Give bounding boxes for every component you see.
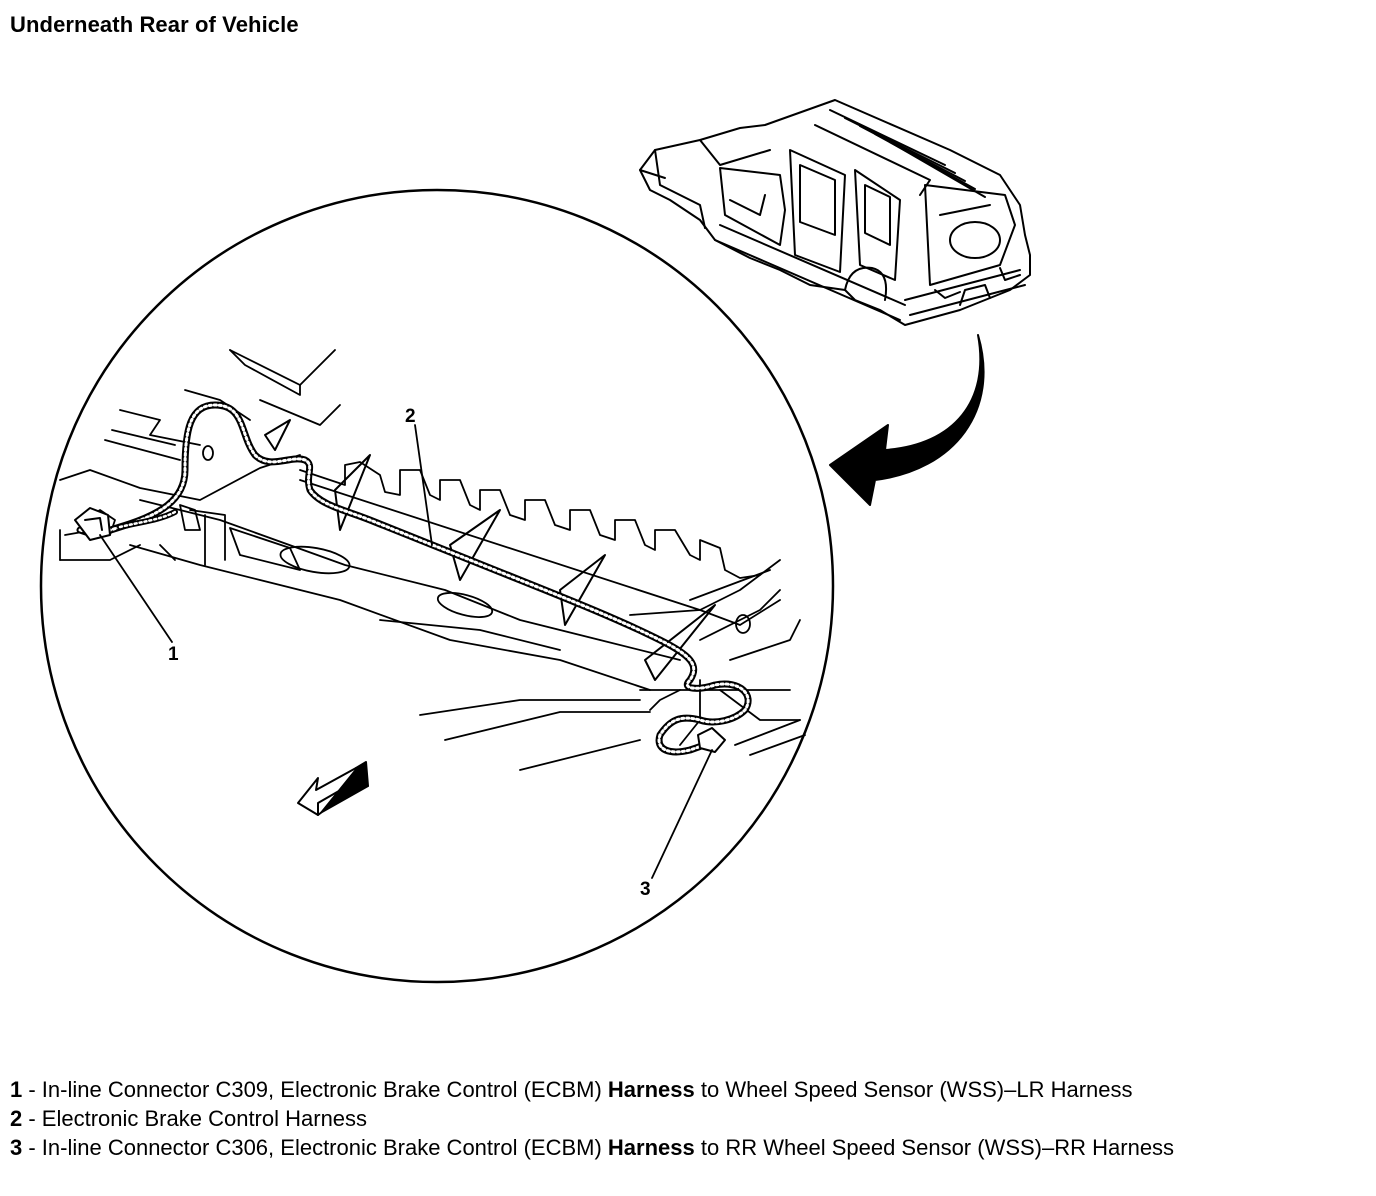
vehicle-body-icon (639, 99, 1031, 326)
legend-text: - Electronic Brake Control Harness (22, 1106, 368, 1131)
legend-number: 1 (10, 1077, 23, 1102)
legend-text: to Wheel Speed Sensor (WSS)–LR Harness (694, 1077, 1133, 1102)
harness-clips (264, 419, 716, 681)
legend-text: to RR Wheel Speed Sensor (WSS)–RR Harnes… (694, 1135, 1175, 1160)
chassis-detail (59, 349, 806, 771)
callout-1: 1 (168, 644, 179, 665)
legend-text: - In-line Connector C306, Electronic Bra… (22, 1135, 608, 1160)
callout-2: 2 (405, 406, 416, 427)
legend-text: - In-line Connector C309, Electronic Bra… (22, 1077, 608, 1102)
connector-c306 (697, 727, 726, 753)
detail-circle (39, 188, 835, 984)
legend: 1 - In-line Connector C309, Electronic B… (10, 1075, 1174, 1162)
legend-item-2: 2 - Electronic Brake Control Harness (10, 1104, 1174, 1133)
connector-c309 (74, 507, 111, 541)
forward-arrow-icon (297, 761, 369, 816)
legend-number: 2 (10, 1106, 23, 1131)
legend-item-1: 1 - In-line Connector C309, Electronic B… (10, 1075, 1174, 1104)
legend-item-3: 3 - In-line Connector C306, Electronic B… (10, 1133, 1174, 1162)
callout-leaders (99, 424, 713, 879)
diagram-illustration: 1 2 3 (39, 99, 1031, 984)
legend-text-bold: Harness (607, 1135, 695, 1160)
wiring-harness (76, 401, 752, 756)
legend-number: 3 (10, 1135, 23, 1160)
page-title: Underneath Rear of Vehicle (10, 12, 299, 37)
curved-arrow-icon (829, 334, 985, 506)
callout-3: 3 (640, 879, 651, 900)
legend-text-bold: Harness (607, 1077, 695, 1102)
